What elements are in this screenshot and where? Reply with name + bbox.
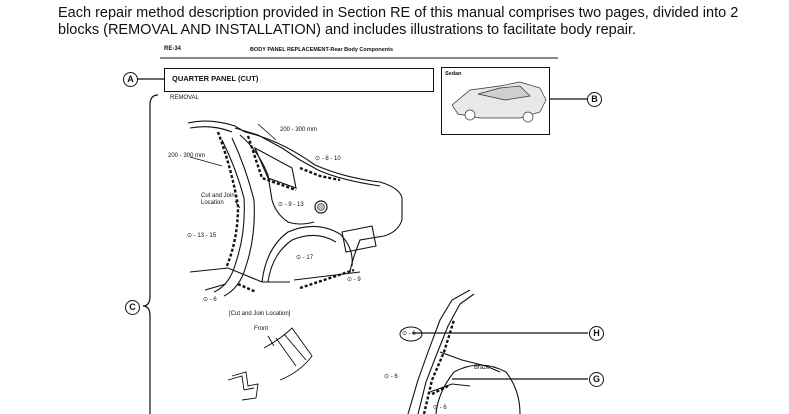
section-title: QUARTER PANEL (CUT) bbox=[172, 74, 259, 83]
vehicle-label: Sedan bbox=[445, 71, 462, 77]
ref-label: ⊙ - 6 bbox=[384, 374, 398, 380]
ref-label: ⊙ - 6 bbox=[433, 405, 447, 411]
ref-label: ⊙ - 6 bbox=[203, 297, 217, 303]
ref-label: ⊙ - 9 - 13 bbox=[278, 202, 304, 208]
callout-g: G bbox=[589, 372, 604, 387]
intro-paragraph: Each repair method description provided … bbox=[58, 5, 739, 38]
braze-label: Braze bbox=[474, 365, 490, 371]
removal-heading: REMOVAL bbox=[170, 95, 199, 101]
ref-label: ⊙ - 9 bbox=[347, 277, 361, 283]
ref-label: ⊙ - 6 bbox=[402, 331, 416, 337]
ref-label: ⊙ - 8 - 10 bbox=[315, 156, 341, 162]
section-title-box: QUARTER PANEL (CUT) bbox=[164, 68, 434, 92]
dimension-upper: 200 - 300 mm bbox=[280, 127, 318, 133]
cut-join-label: Cut and Join Location bbox=[201, 193, 235, 206]
callout-c: C bbox=[125, 300, 140, 315]
ref-label: ⊙ - 13 - 15 bbox=[187, 233, 217, 239]
callout-b: B bbox=[587, 92, 602, 107]
page-header-title: BODY PANEL REPLACEMENT-Rear Body Compone… bbox=[250, 47, 394, 53]
ref-label: ⊙ - 17 bbox=[296, 255, 314, 261]
vehicle-thumbnail-box: Sedan bbox=[441, 67, 550, 135]
front-label: Front bbox=[254, 326, 269, 332]
callout-a: A bbox=[123, 72, 138, 87]
page-number: RE-34 bbox=[164, 46, 182, 52]
dimension-left: 200 - 300 mm bbox=[168, 153, 206, 159]
cut-join-bracket-label: [Cut and Join Location] bbox=[229, 311, 291, 317]
callout-h: H bbox=[589, 326, 604, 341]
